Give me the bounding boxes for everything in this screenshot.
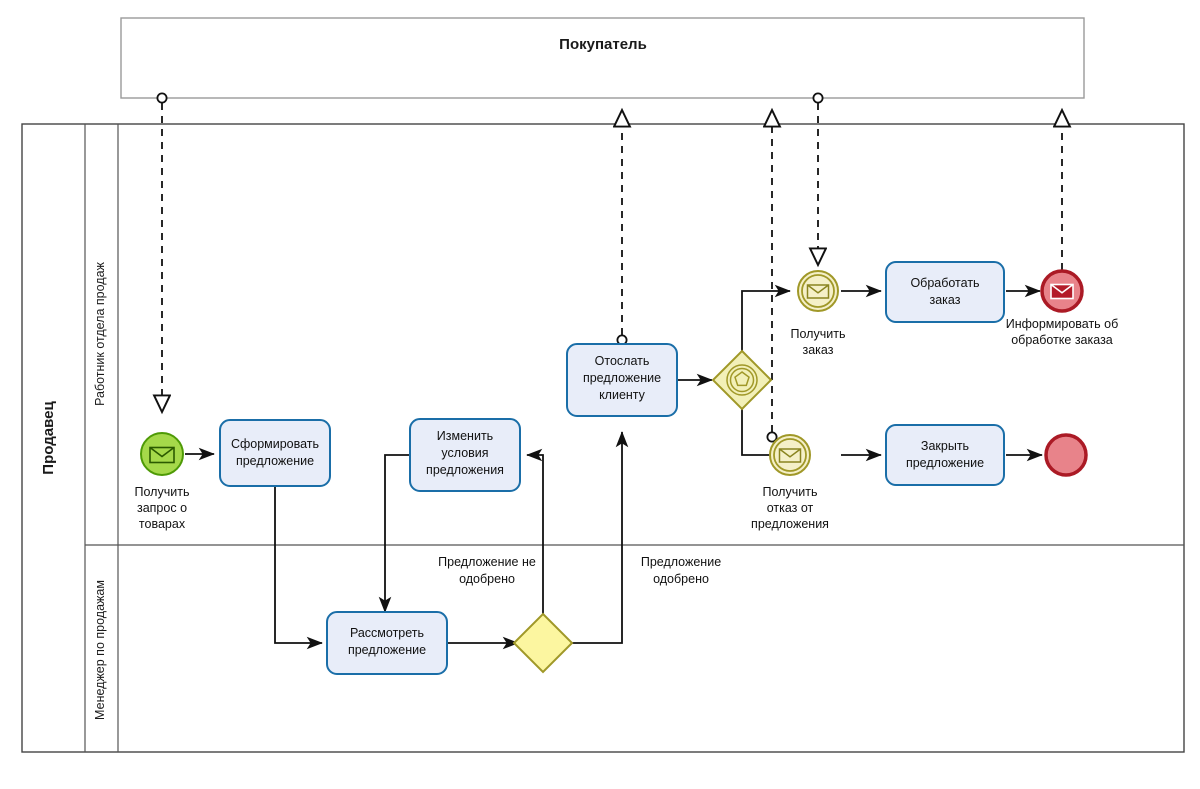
envelope-icon [806,284,830,299]
message-flow-origin-request [156,92,168,104]
inform-end-event-label-line-1: обработке заказа [1011,333,1113,347]
receive-order-outer-circle[interactable] [797,270,839,312]
event-end-terminate[interactable] [1044,433,1088,477]
task-process-order[interactable]: Обработать заказ [885,261,1005,323]
start-event-label-line-2: товарах [139,517,186,531]
inform-end-event-label-line-0: Информировать об [1006,317,1119,331]
task-process-order-label-line-0: Обработать [910,276,979,290]
task-create-offer[interactable]: Сформировать предложение [219,419,331,487]
task-review-offer-label-line-0: Рассмотреть [350,626,424,640]
gateway-event-based[interactable] [711,349,773,411]
start-event-label-line-0: Получить [135,485,190,499]
end-event-circle[interactable] [1044,433,1088,477]
seq-create-offer-to-review [274,485,323,650]
receive-order-inner-circle [801,274,835,308]
receive-rejection-outer-circle[interactable] [769,434,811,476]
task-send-offer-label-line-0: Отослать [595,354,650,368]
receive-rejection-label-line-0: Получить [763,485,818,499]
task-change-terms-label-line-0: Изменить [437,429,493,443]
task-change-terms-label-line-1: условия [441,446,488,460]
lane-title-sales-worker: Работник отдела продаж [93,261,107,405]
pool-seller-title: Продавец [40,401,57,475]
seq-event-gateway-to-receive-order [741,284,791,351]
task-review-offer-label-line-1: предложение [348,643,426,657]
task-process-order-label-line-1: заказ [930,293,961,307]
seq-gateway-to-change-terms [526,448,544,618]
sequence-flows [185,284,1043,650]
envelope-icon [1050,283,1074,300]
start-event-label-line-1: запрос о [137,501,187,515]
event-receive-rejection[interactable]: Получить отказ от предложения [751,434,829,531]
pool-buyer: Покупатель [120,17,1085,99]
message-flow-origin-rejection [766,431,778,443]
pool-seller-box [21,123,1185,753]
task-send-offer-label-line-1: предложение [583,371,661,385]
task-change-offer-terms-box[interactable] [409,418,521,492]
flow-label-not-approved-line-1: одобрено [459,572,515,586]
task-create-offer-box[interactable] [219,419,331,487]
flow-label-approved: Предложение одобрено [641,555,721,586]
task-close-offer-label-line-0: Закрыть [921,439,969,453]
task-close-offer[interactable]: Закрыть предложение [885,424,1005,486]
event-inform-order-processed[interactable]: Информировать об обработке заказа [1006,269,1119,347]
event-gateway-diamond[interactable] [711,349,773,411]
task-close-offer-box[interactable] [885,424,1005,486]
flow-label-not-approved: Предложение не одобрено [438,555,536,586]
task-send-offer-box[interactable] [566,343,678,417]
receive-order-label-line-1: заказ [803,343,834,357]
lane-title-sales-manager: Менеджер по продажам [93,580,107,720]
event-gateway-outer-circle [726,364,758,396]
task-close-offer-label-line-1: предложение [906,456,984,470]
pool-buyer-box [120,17,1085,99]
start-event-circle[interactable] [140,432,184,476]
event-gateway-pentagon-icon [734,371,750,387]
gateway-approval[interactable] [512,612,574,674]
envelope-icon [149,446,175,464]
task-create-offer-label-line-0: Сформировать [231,437,319,451]
event-start-request[interactable]: Получить запрос о товарах [135,432,190,531]
envelope-icon [778,448,802,463]
pool-seller: Продавец Работник отдела продаж Менеджер… [21,123,1185,753]
seq-gateway-to-send-offer [568,431,629,644]
task-process-order-box[interactable] [885,261,1005,323]
task-review-offer-box[interactable] [326,611,448,675]
seq-change-terms-to-review [378,454,410,613]
receive-rejection-label-line-1: отказ от [767,501,814,515]
message-flows [156,92,1062,443]
receive-rejection-inner-circle [773,438,807,472]
task-change-offer-terms[interactable]: Изменить условия предложения [409,418,521,492]
event-gateway-inner-circle [729,367,755,393]
task-create-offer-label-line-1: предложение [236,454,314,468]
message-flow-origin-order [812,92,824,104]
pool-buyer-title: Покупатель [559,36,647,53]
receive-rejection-label-line-2: предложения [751,517,829,531]
task-review-offer[interactable]: Рассмотреть предложение [326,611,448,675]
flow-label-approved-line-0: Предложение [641,555,721,569]
task-send-offer-label-line-2: клиенту [599,388,646,402]
task-send-offer[interactable]: Отослать предложение клиенту [566,343,678,417]
flow-label-not-approved-line-0: Предложение не [438,555,536,569]
task-change-terms-label-line-2: предложения [426,463,504,477]
event-receive-order[interactable]: Получить заказ [791,270,846,357]
approval-gateway-diamond[interactable] [512,612,574,674]
flow-label-approved-line-1: одобрено [653,572,709,586]
receive-order-label-line-0: Получить [791,327,846,341]
